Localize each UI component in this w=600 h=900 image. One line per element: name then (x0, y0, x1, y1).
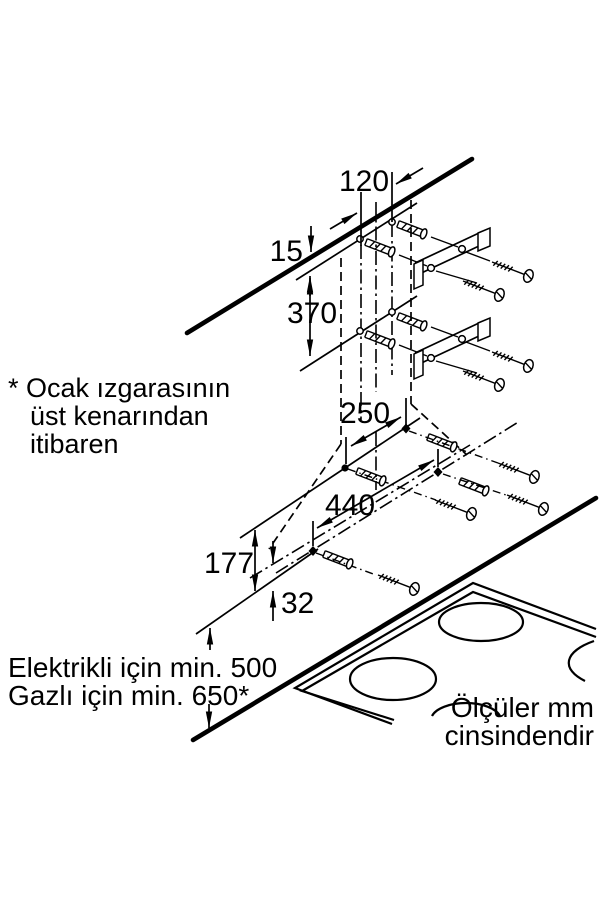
screws (374, 255, 551, 598)
ceiling-edge-line (184, 156, 475, 336)
footnote-line-3: itibaren (30, 429, 119, 459)
dimension-32: 32 (269, 541, 314, 621)
burner-front-partial (431, 701, 501, 717)
worktop-back-edge-line (190, 495, 599, 743)
dimension-177: 177 (204, 530, 259, 591)
footnote-line-2: üst kenarından (30, 401, 209, 431)
hood-body-outline (249, 420, 521, 579)
dim-label-120: 120 (339, 165, 389, 198)
mounting-brackets (413, 227, 491, 380)
dim-label-440: 440 (325, 489, 375, 522)
burner-back (437, 601, 525, 643)
clearance-electric-label: Elektrikli için min. 500 (8, 652, 277, 683)
units-line-1: Ölçüler mm (451, 692, 594, 723)
burner-right-partial (567, 639, 595, 682)
dimension-370: 370 (287, 278, 337, 356)
dimension-120: 120 (329, 165, 424, 246)
dim-label-177: 177 (204, 547, 254, 580)
dimension-min-clearance: Elektrikli için min. 500 Gazlı için min.… (8, 628, 277, 728)
dimension-250: 250 (340, 397, 407, 464)
dim-label-250: 250 (340, 397, 390, 430)
dim-label-32: 32 (281, 587, 314, 620)
dimension-440: 440 (312, 449, 439, 546)
footnote-line-1: * Ocak ızgarasının (8, 373, 230, 403)
units-line-2: cinsindendir (445, 720, 594, 751)
units-note: Ölçüler mm cinsindendir (445, 692, 594, 751)
wall-boundary-lines (184, 156, 599, 743)
cooktop (292, 581, 597, 726)
dim-label-15: 15 (270, 235, 303, 268)
hob-reference-footnote: * Ocak ızgarasının üst kenarından itibar… (8, 373, 230, 459)
dim-label-370: 370 (287, 297, 337, 330)
clearance-gas-label: Gazlı için min. 650* (8, 680, 249, 711)
burner-left (348, 656, 438, 702)
